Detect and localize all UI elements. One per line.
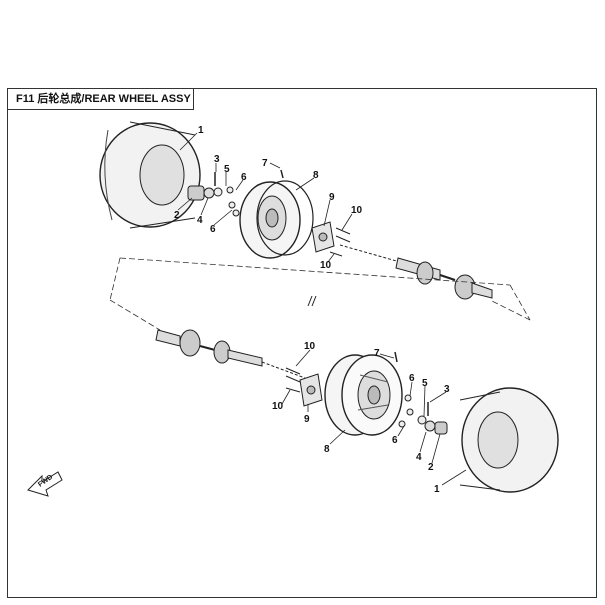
callout-rim-lower: 8 bbox=[324, 444, 330, 455]
hub-upper bbox=[311, 221, 351, 257]
callout-lug-nut-upper-a: 6 bbox=[241, 172, 247, 183]
leader-lines bbox=[177, 132, 467, 486]
callout-tire-upper: 1 bbox=[198, 125, 204, 136]
axle-upper bbox=[339, 244, 493, 300]
callout-hub-upper: 9 bbox=[329, 192, 335, 203]
callout-bolt-lower-a: 10 bbox=[304, 341, 316, 352]
callout-bolt-lower-b: 10 bbox=[272, 401, 284, 412]
rim-lower bbox=[324, 351, 403, 436]
diagram-title: F11 后轮总成/REAR WHEEL ASSY bbox=[7, 88, 194, 110]
callout-lug-nut-upper-b: 6 bbox=[210, 224, 216, 235]
callouts: 1 2 3 4 5 6 6 7 8 9 10 10 10 10 9 8 7 6 … bbox=[174, 125, 450, 495]
axle-lower bbox=[155, 329, 306, 379]
hub-nut-lower bbox=[398, 394, 448, 435]
callout-lug-nut-lower-a: 6 bbox=[409, 373, 415, 384]
callout-bolt-upper-b: 10 bbox=[320, 260, 332, 271]
callout-rim-upper: 8 bbox=[313, 170, 319, 181]
callout-hub-cap-upper: 2 bbox=[174, 210, 180, 221]
hub-lower bbox=[285, 367, 323, 407]
callout-cotter-pin-lower: 3 bbox=[444, 384, 450, 395]
callout-washer-upper: 5 bbox=[224, 164, 230, 175]
tire-lower bbox=[459, 387, 559, 493]
callout-washer-lower: 5 bbox=[422, 378, 428, 389]
tire-upper bbox=[99, 121, 201, 229]
callout-tire-lower: 1 bbox=[434, 484, 440, 495]
fwd-arrow: FWD bbox=[27, 471, 63, 497]
diagram-frame bbox=[7, 88, 597, 598]
callout-hub-lower: 9 bbox=[304, 414, 310, 425]
callout-lug-nut-lower-b: 6 bbox=[392, 435, 398, 446]
rim-upper bbox=[239, 169, 314, 259]
connection-lines bbox=[109, 257, 531, 331]
hub-nut-upper bbox=[187, 172, 240, 217]
callout-valve-upper: 7 bbox=[262, 158, 268, 169]
callout-valve-lower: 7 bbox=[374, 348, 380, 359]
callout-castle-nut-upper: 4 bbox=[197, 215, 203, 226]
callout-bolt-upper-a: 10 bbox=[351, 205, 363, 216]
callout-castle-nut-lower: 4 bbox=[416, 452, 422, 463]
callout-hub-cap-lower: 2 bbox=[428, 462, 434, 473]
callout-cotter-pin-upper: 3 bbox=[214, 154, 220, 165]
